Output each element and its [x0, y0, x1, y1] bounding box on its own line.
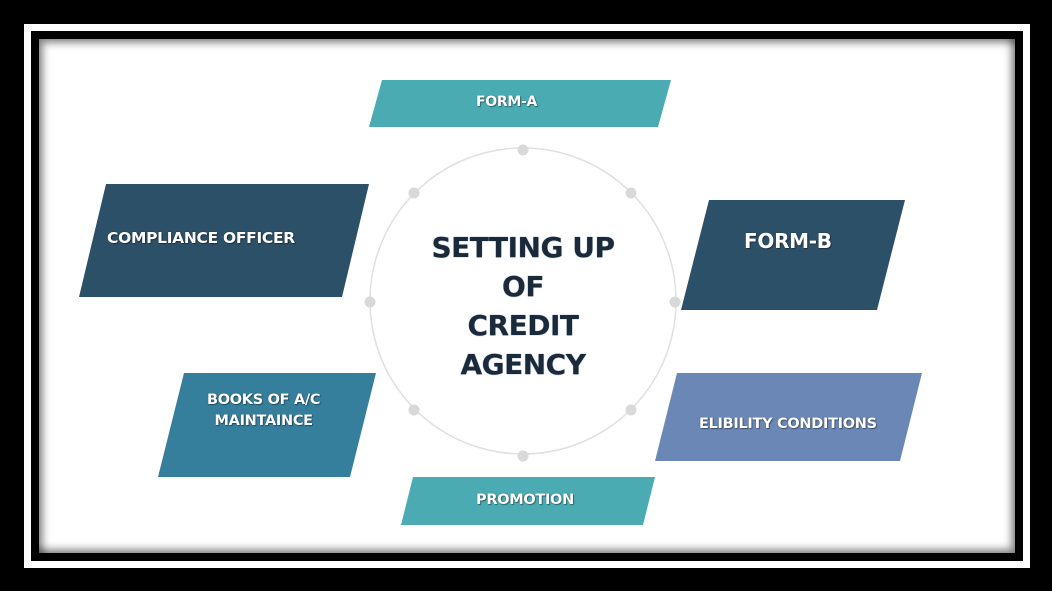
ring-dot-icon — [625, 404, 637, 416]
node-compliance-officer-label: COMPLIANCE OFFICER — [107, 229, 295, 247]
ring-dot-icon — [408, 187, 420, 199]
parallelogram-shape — [158, 373, 376, 477]
ring-dot-icon — [408, 404, 420, 416]
center-title-line-1: SETTING UP — [431, 231, 615, 264]
center-title: SETTING UP OF CREDIT AGENCY — [423, 228, 623, 384]
ring-dot-icon — [669, 296, 681, 308]
parallelogram-shape — [369, 80, 671, 127]
node-form-a-label: FORM-A — [476, 94, 538, 110]
center-title-line-4: AGENCY — [460, 348, 586, 381]
ring-dot-icon — [517, 450, 529, 462]
ring-dot-icon — [517, 144, 529, 156]
parallelogram-shape — [681, 200, 905, 310]
node-form-b[interactable]: FORM-B — [681, 200, 905, 310]
node-compliance-officer[interactable]: COMPLIANCE OFFICER — [79, 184, 369, 297]
node-promotion-label: PROMOTION — [476, 492, 574, 508]
node-books-of-ac-label: BOOKS OF A/C MAINTAINCE — [207, 390, 321, 432]
node-eligibility-conditions-label: ELIBILITY CONDITIONS — [699, 416, 877, 432]
parallelogram-shape — [655, 373, 922, 461]
node-form-b-label: FORM-B — [744, 229, 832, 253]
center-title-line-2: OF — [502, 270, 544, 303]
node-books-of-ac[interactable]: BOOKS OF A/C MAINTAINCE — [158, 373, 376, 477]
node-eligibility-conditions[interactable]: ELIBILITY CONDITIONS — [655, 373, 922, 461]
node-books-of-ac-label-line-2: MAINTAINCE — [214, 413, 314, 429]
parallelogram-shape — [79, 184, 369, 297]
ring-dot-icon — [625, 187, 637, 199]
parallelogram-shape — [401, 477, 655, 525]
node-form-a[interactable]: FORM-A — [369, 80, 671, 127]
center-title-line-3: CREDIT — [467, 309, 580, 342]
node-promotion[interactable]: PROMOTION — [401, 477, 655, 525]
ring-dot-icon — [364, 296, 376, 308]
node-books-of-ac-label-line-1: BOOKS OF A/C — [207, 392, 321, 408]
